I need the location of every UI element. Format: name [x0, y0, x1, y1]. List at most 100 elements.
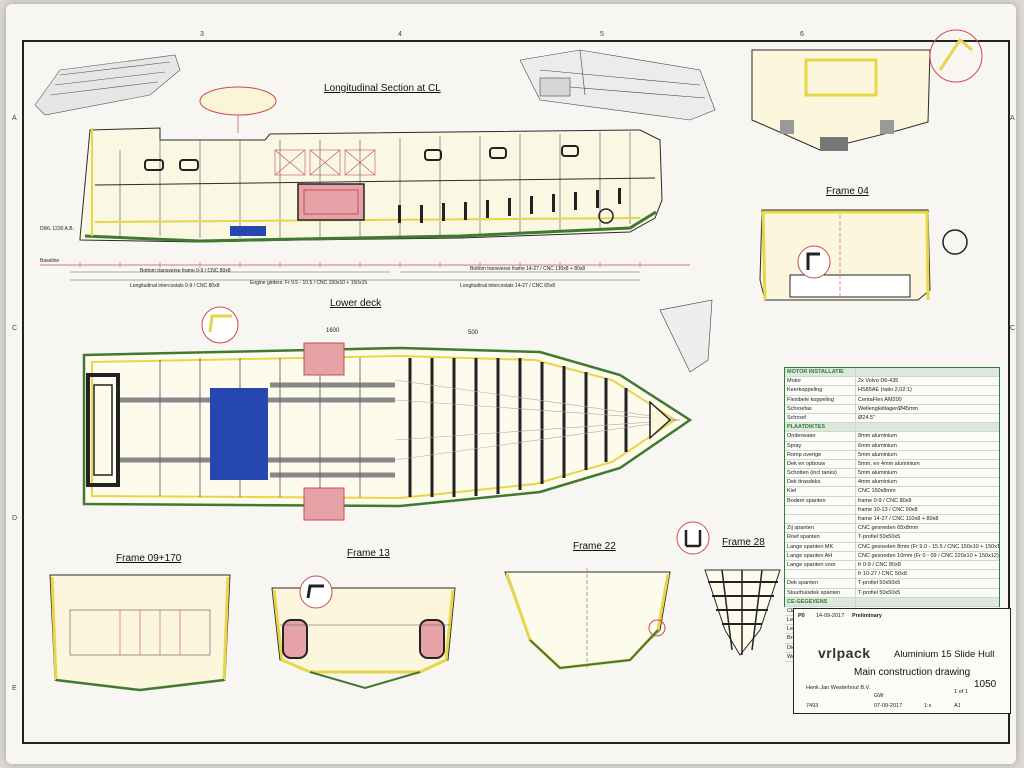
sheet-size: A1 [954, 703, 961, 709]
spec-key [785, 515, 856, 524]
spec-key: Onderwater [785, 432, 856, 441]
spec-value: T-profiel 50x50x5 [858, 534, 901, 541]
spec-value: fr 0-9 / CNC 80x8 [858, 561, 901, 568]
spec-row: frame 14-27 / CNC 110x8 + 80x8 [785, 515, 999, 525]
drawing-date: 07-09-2017 [874, 703, 903, 709]
sheet-number: 1 of 1 [954, 689, 968, 695]
spec-value: HS85AE (ratio 2,02:1) [858, 387, 912, 394]
spec-value: 8mm aluminium [858, 433, 897, 440]
spec-value: T-profiel 50x50x5 [858, 580, 901, 587]
drawing-scale: 1:x [924, 703, 932, 709]
note-bottom-frame: Bottom transverse frame 0-9 / CNC 80x8 [140, 268, 231, 274]
isometric-view-right [519, 49, 716, 121]
svg-text:5: 5 [600, 31, 604, 38]
spec-key: Zij spanten [785, 524, 856, 533]
spec-value: 5mm, en 4mm aluminium [858, 460, 920, 467]
project-code: 7493 [806, 703, 819, 709]
label-dwl: DWL 1230 A.B. [40, 226, 74, 232]
svg-text:4: 4 [398, 31, 402, 38]
spec-row: frame 10-13 / CNC 90x8 [785, 505, 999, 515]
note-long-intercostals: Longitudinal intercostals 0-9 / CNC 80x8 [130, 283, 220, 289]
spec-key: Keerkoppeling [785, 386, 856, 395]
spec-key [785, 570, 856, 579]
isometric-view-left [34, 54, 181, 116]
spec-key: Schroefas [785, 404, 856, 413]
spec-key: Dek spanten [785, 579, 856, 588]
svg-text:E: E [12, 685, 17, 692]
spec-value: CNC gesneden 8mm (Fr 9.0 - 15.5 / CNC 15… [858, 543, 999, 550]
spec-row: PLAATDIKTES [785, 423, 999, 433]
spec-value: 2x Volvo D6-435 [858, 378, 899, 385]
spec-key: Lange spanten AH [785, 551, 856, 560]
spec-key: CE-GEGEVENS [785, 597, 856, 606]
svg-text:A: A [1010, 115, 1015, 122]
spec-row: fr 10-27 / CNC 50x8 [785, 570, 999, 580]
svg-text:D: D [12, 515, 17, 522]
title-frame28: Frame 28 [722, 537, 765, 548]
spec-value: 6mm aluminium [858, 442, 897, 449]
lower-deck-plan [82, 299, 713, 521]
spec-key: Motor [785, 377, 856, 386]
spec-row: CE-GEGEVENS [785, 597, 999, 607]
svg-text:A: A [12, 115, 17, 122]
spec-value: T-profiel 50x50x5 [858, 589, 901, 596]
spec-value: frame 10-13 / CNC 90x8 [858, 506, 918, 513]
spec-key: Lange spanten MK [785, 542, 856, 551]
frame-04-section [759, 209, 968, 301]
spec-value: frame 0-9 / CNC 80x8 [858, 497, 912, 504]
revision-code: P0 [798, 613, 805, 619]
spec-value: Ø24.5" [858, 414, 875, 421]
spec-value: 4mm aluminium [858, 479, 897, 486]
spec-value: CNC gesneden 10mm (Fr 0 - 09 / CNC 220x1… [858, 552, 999, 559]
transverse-section-aft [751, 29, 983, 151]
spec-value: CentaFlex AM200 [858, 396, 902, 403]
note-engine-girders: Engine girders: Fr 9.5 - 10.5 / CNC 150x… [250, 280, 368, 286]
spec-key [785, 505, 856, 514]
spec-value: 5mm aluminium [858, 470, 897, 477]
spec-value: CNC 150x8mm [858, 488, 896, 495]
revision-status: Preliminary [852, 613, 882, 619]
title-longitudinal: Longitudinal Section at CL [324, 83, 441, 94]
title-frame04: Frame 04 [826, 186, 869, 197]
revision-date: 14-09-2017 [816, 613, 845, 619]
spec-key: Schroef [785, 413, 856, 423]
spec-value: Wellengleitlager/Ø45mm [858, 405, 919, 412]
longitudinal-section [40, 86, 690, 281]
spec-key: Schotten (incl tanks) [785, 469, 856, 478]
frame-09-section [49, 574, 231, 692]
spec-key: Spray [785, 441, 856, 450]
drawing-number: 1050 [974, 679, 997, 690]
spec-key: MOTOR INSTALLATIE [785, 368, 856, 377]
drawn-by: GW [874, 693, 884, 699]
svg-text:6: 6 [800, 31, 804, 38]
frame-22-section [504, 568, 671, 670]
frame-28-section [676, 521, 781, 656]
spec-value [856, 423, 999, 431]
spec-key: Romp overige [785, 450, 856, 459]
spec-key: PLAATDIKTES [785, 423, 856, 432]
spec-key: Flexibele koppeling [785, 395, 856, 404]
spec-value [856, 598, 999, 606]
spec-value: CNC gesneden 65x8mm [858, 525, 919, 532]
title-frame22: Frame 22 [573, 541, 616, 552]
frame-13-section [271, 575, 456, 690]
spec-key: Roef spanten [785, 533, 856, 542]
spec-value: 5mm aluminium [858, 451, 897, 458]
title-frame13: Frame 13 [347, 548, 390, 559]
